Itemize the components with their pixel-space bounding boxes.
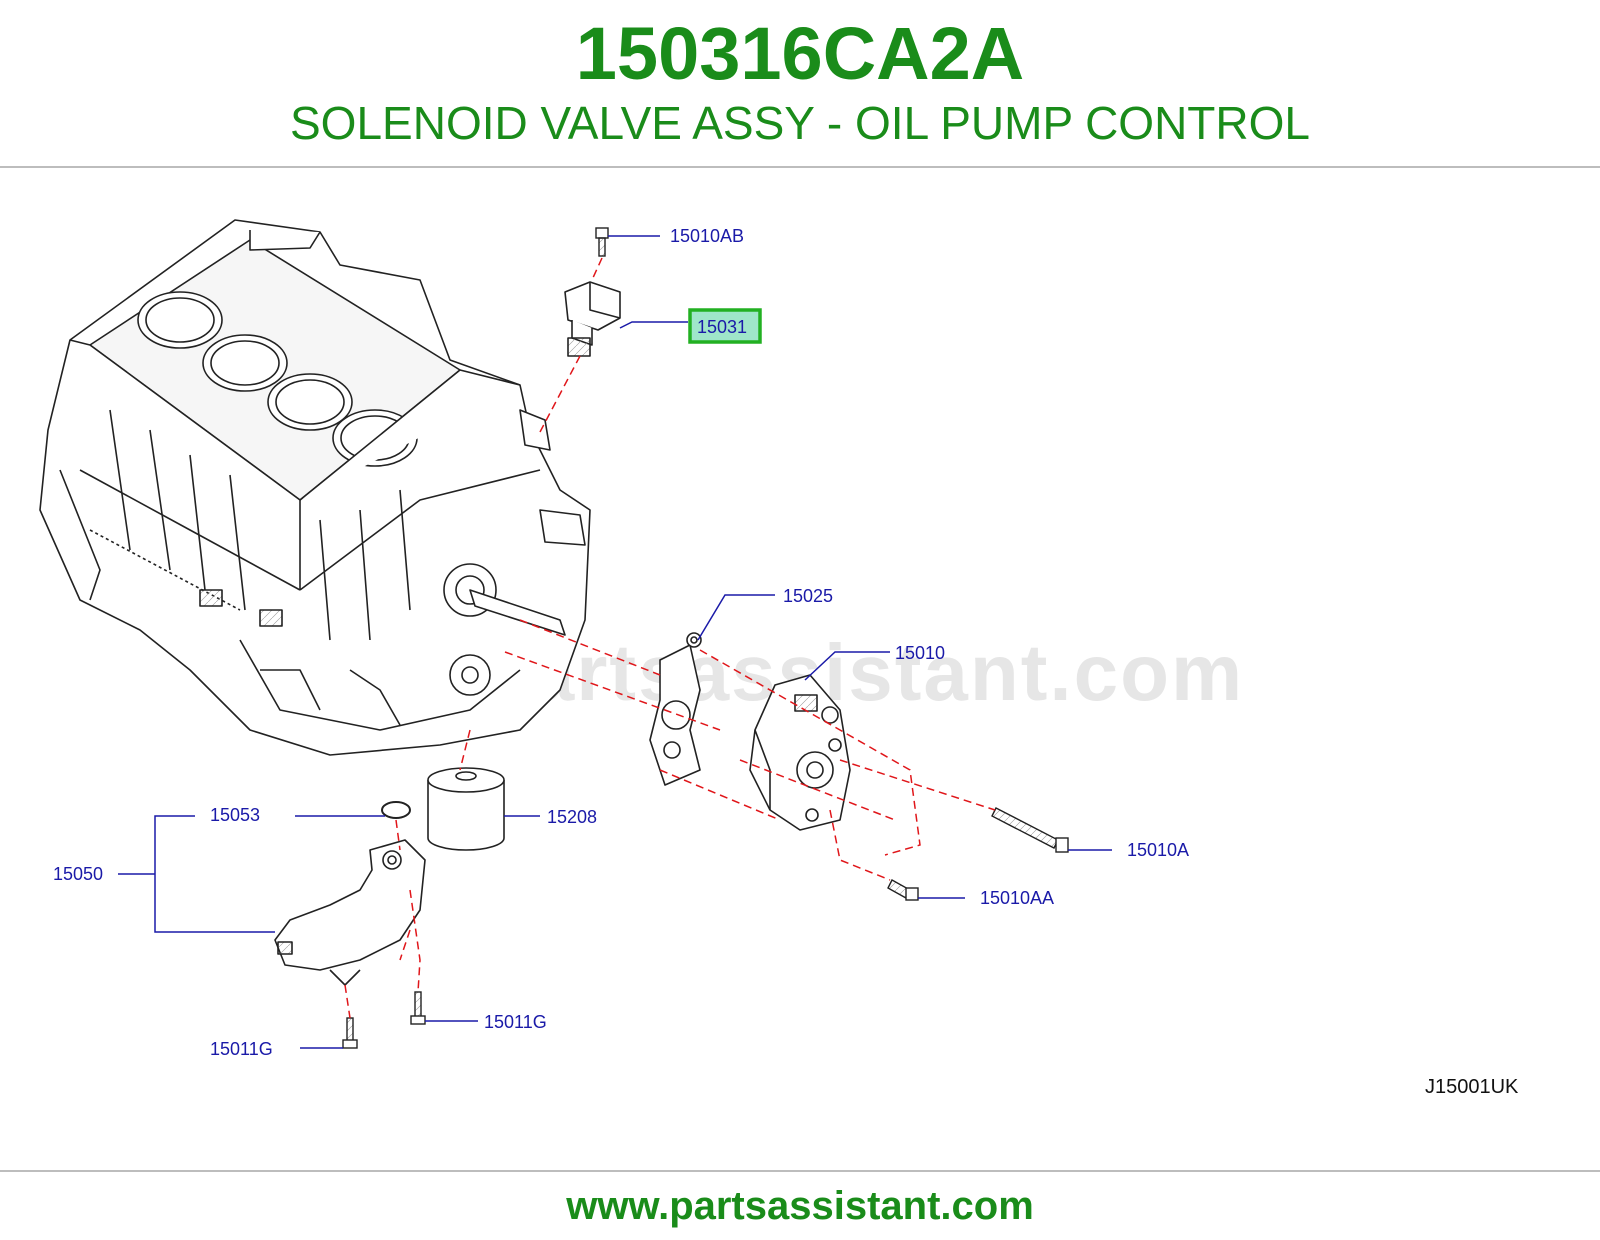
callout-15011G-right[interactable]: 15011G bbox=[484, 1012, 547, 1032]
parts-diagram: www.partsassistant.com bbox=[39, 219, 1519, 1098]
oil-strainer-illustration bbox=[274, 839, 426, 986]
header-divider bbox=[0, 166, 1600, 168]
bolts-15011G-illustration bbox=[342, 991, 426, 1049]
callout-15208[interactable]: 15208 bbox=[547, 807, 597, 827]
callout-15031[interactable]: 15031 bbox=[697, 317, 747, 337]
footer-divider bbox=[0, 1170, 1600, 1172]
callout-15010AB[interactable]: 15010AB bbox=[670, 226, 744, 246]
oil-filter-illustration bbox=[427, 767, 505, 851]
part-number-title: 150316CA2A bbox=[575, 12, 1025, 95]
engine-block-illustration bbox=[39, 219, 591, 756]
gasket-plate-illustration bbox=[649, 632, 702, 786]
callout-15010A[interactable]: 15010A bbox=[1127, 840, 1189, 860]
bolts-15010A-illustration bbox=[887, 807, 1069, 901]
part-description: SOLENOID VALVE ASSY - OIL PUMP CONTROL bbox=[290, 97, 1310, 149]
callout-15011G-left[interactable]: 15011G bbox=[210, 1039, 273, 1059]
assembly-leader-lines bbox=[344, 257, 996, 1019]
footer-website-link[interactable]: www.partsassistant.com bbox=[566, 1184, 1034, 1228]
callout-15025[interactable]: 15025 bbox=[783, 586, 833, 606]
bolt-15010AB-illustration bbox=[595, 227, 609, 257]
oil-pump-illustration bbox=[749, 674, 851, 831]
reference-code: J15001UK bbox=[1425, 1076, 1519, 1098]
callout-15050[interactable]: 15050 bbox=[53, 864, 103, 884]
o-ring-illustration bbox=[381, 801, 411, 819]
callout-leader-lines bbox=[118, 235, 1112, 1049]
callout-15010[interactable]: 15010 bbox=[895, 643, 945, 663]
header: 150316CA2A SOLENOID VALVE ASSY - OIL PUM… bbox=[0, 0, 1600, 168]
callout-15053[interactable]: 15053 bbox=[210, 805, 260, 825]
solenoid-valve-illustration bbox=[564, 281, 621, 357]
callout-15010AA[interactable]: 15010AA bbox=[980, 888, 1054, 908]
highlighted-part-box[interactable] bbox=[688, 308, 762, 344]
